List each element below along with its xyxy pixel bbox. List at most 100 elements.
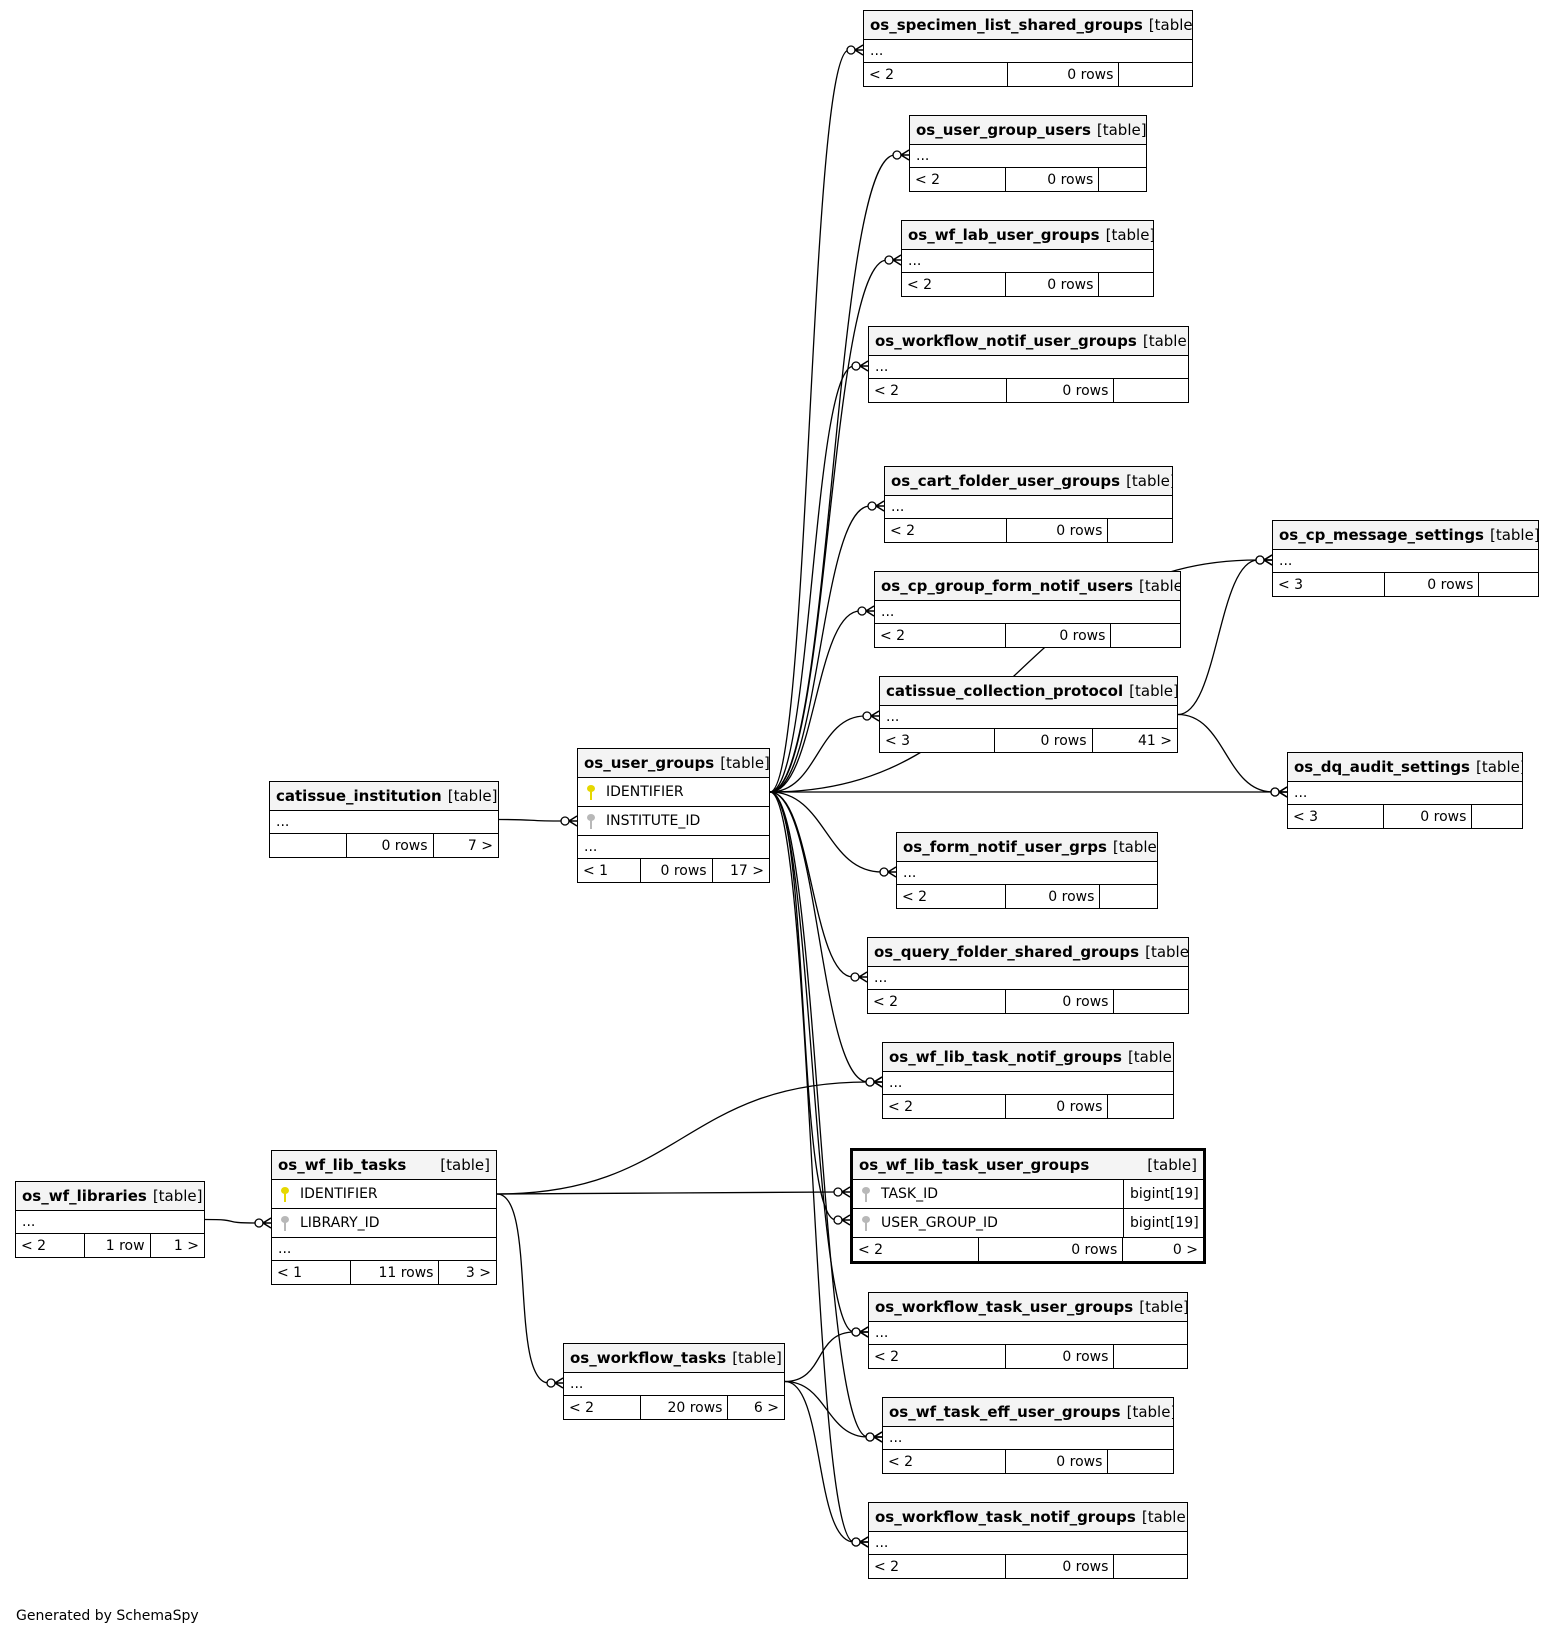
- table-kind: [table]: [1127, 1048, 1173, 1066]
- parent-count: < 2: [883, 1095, 1007, 1118]
- child-count: [1114, 1555, 1187, 1578]
- column-row[interactable]: IDENTIFIER: [272, 1180, 496, 1209]
- column-row[interactable]: LIBRARY_ID: [272, 1209, 496, 1238]
- table-header: os_wf_lab_user_groups[table]: [902, 221, 1153, 250]
- table-header: os_cp_message_settings[table]: [1273, 521, 1538, 550]
- table-name: os_workflow_task_notif_groups: [875, 1508, 1136, 1526]
- collapsed-columns-row: ...: [883, 1072, 1173, 1095]
- table-header: os_workflow_notif_user_groups[table]: [869, 327, 1188, 356]
- column-name-cell: IDENTIFIER: [272, 1180, 496, 1208]
- foreign-key-icon: [586, 813, 596, 829]
- table-kind: [table]: [1112, 838, 1157, 856]
- crows-foot-marker: [554, 1377, 564, 1389]
- collapsed-columns-row: ...: [869, 1532, 1187, 1555]
- child-count: 6 >: [753, 1399, 779, 1416]
- row-count: 0 rows: [641, 859, 713, 882]
- column-row[interactable]: IDENTIFIER: [578, 778, 769, 807]
- relationship-edge: [769, 610, 862, 793]
- table-kind: [table]: [1105, 226, 1153, 244]
- child-count: [1111, 624, 1180, 647]
- table-os-wf-lib-task-user-groups[interactable]: os_wf_lib_task_user_groups[table]TASK_ID…: [850, 1148, 1206, 1264]
- child-count: [1099, 168, 1146, 191]
- crows-foot-marker: [900, 149, 910, 161]
- table-os-specimen-list-shared-groups[interactable]: os_specimen_list_shared_groups[table]...…: [863, 10, 1193, 87]
- table-os-cp-group-form-notif-users[interactable]: os_cp_group_form_notif_users[table]...< …: [874, 571, 1181, 648]
- parent-count: < 2: [875, 624, 1007, 647]
- collapsed-columns-row: ...: [578, 836, 769, 859]
- child-count: [1108, 519, 1172, 542]
- collapsed-columns-row: ...: [897, 862, 1157, 885]
- collapsed-columns-row: ...: [910, 145, 1146, 168]
- column-name: TASK_ID: [881, 1186, 939, 1202]
- crows-foot-marker: [1263, 554, 1273, 566]
- optional-marker: [851, 1327, 861, 1337]
- table-catissue-collection-protocol[interactable]: catissue_collection_protocol[table]...< …: [879, 676, 1178, 753]
- table-header: os_cart_folder_user_groups[table]: [885, 467, 1172, 496]
- table-kind: [table]: [1148, 16, 1192, 34]
- table-header: os_wf_libraries[table]: [16, 1182, 204, 1211]
- relationship-edge: [769, 791, 856, 1543]
- parent-count: < 1: [272, 1261, 352, 1284]
- table-kind: [table]: [1126, 1403, 1173, 1421]
- table-os-workflow-task-user-groups[interactable]: os_workflow_task_user_groups[table]...< …: [868, 1292, 1188, 1369]
- optional-marker: [865, 1077, 875, 1087]
- table-header: os_workflow_task_user_groups[table]: [869, 1293, 1187, 1322]
- table-header: os_user_group_users[table]: [910, 116, 1146, 145]
- child-count: [1108, 1095, 1173, 1118]
- table-name: os_user_groups: [584, 754, 715, 772]
- row-count: 0 rows: [1006, 1555, 1115, 1578]
- table-os-query-folder-shared-groups[interactable]: os_query_folder_shared_groups[table]...<…: [867, 937, 1189, 1014]
- collapsed-columns-row: ...: [902, 250, 1153, 273]
- foreign-key-icon: [861, 1215, 871, 1231]
- footer-text: Generated by SchemaSpy: [16, 1608, 199, 1624]
- optional-marker: [884, 255, 894, 265]
- relationship-edge: [498, 818, 565, 822]
- column-row[interactable]: INSTITUTE_ID: [578, 807, 769, 836]
- parent-count: < 2: [869, 379, 1008, 402]
- table-header: os_workflow_tasks[table]: [564, 1344, 784, 1373]
- relationship-edge: [496, 1193, 551, 1384]
- optional-marker: [1270, 787, 1280, 797]
- collapsed-columns-row: ...: [868, 967, 1188, 990]
- column-name: IDENTIFIER: [300, 1186, 378, 1202]
- table-os-wf-lib-task-notif-groups[interactable]: os_wf_lib_task_notif_groups[table]...< 2…: [882, 1042, 1174, 1119]
- parent-count: < 2: [869, 1555, 1007, 1578]
- table-header: os_cp_group_form_notif_users[table]: [875, 572, 1180, 601]
- table-name: os_cp_group_form_notif_users: [881, 577, 1134, 595]
- table-header: os_specimen_list_shared_groups[table]: [864, 11, 1192, 40]
- row-count: 0 rows: [1006, 273, 1100, 296]
- table-os-workflow-task-notif-groups[interactable]: os_workflow_task_notif_groups[table]...<…: [868, 1502, 1188, 1579]
- row-count: 0 rows: [1006, 624, 1112, 647]
- relationship-edge: [769, 791, 870, 1083]
- row-count: 0 rows: [995, 729, 1093, 752]
- column-type: bigint[19]: [1123, 1209, 1203, 1237]
- table-name: os_workflow_task_user_groups: [875, 1298, 1134, 1316]
- crows-foot-marker: [841, 1186, 851, 1198]
- crows-foot-marker: [568, 815, 578, 827]
- row-count: 20 rows: [641, 1396, 729, 1419]
- table-os-form-notif-user-grps[interactable]: os_form_notif_user_grps[table]...< 20 ro…: [896, 832, 1158, 909]
- table-header: os_form_notif_user_grps[table]: [897, 833, 1157, 862]
- crows-foot-marker: [865, 605, 875, 617]
- table-os-workflow-notif-user-groups[interactable]: os_workflow_notif_user_groups[table]...<…: [868, 326, 1189, 403]
